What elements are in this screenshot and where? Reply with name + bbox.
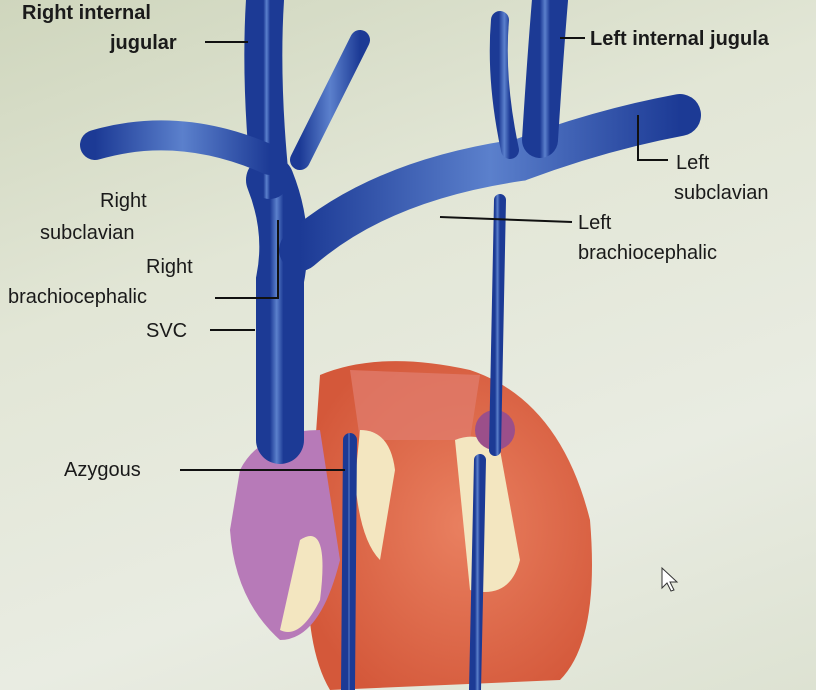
leader-lines	[180, 37, 668, 471]
label-left-brachiocephalic-1: Left	[578, 212, 612, 234]
label-azygous: Azygous	[64, 459, 141, 481]
label-left-subclavian-1: Left	[676, 152, 710, 174]
mouse-cursor-icon	[661, 566, 679, 592]
label-right-internal-jugular-2: jugular	[110, 32, 177, 54]
label-right-internal-jugular-1: Right internal	[22, 2, 151, 24]
label-left-brachiocephalic-2: brachiocephalic	[578, 242, 717, 264]
heart	[230, 361, 592, 690]
label-left-subclavian-2: subclavian	[674, 182, 769, 204]
label-right-subclavian-1: Right	[100, 190, 147, 212]
label-right-brachiocephalic-2: brachiocephalic	[8, 286, 147, 308]
label-right-subclavian-2: subclavian	[40, 222, 135, 244]
label-svc: SVC	[146, 320, 188, 342]
label-left-internal-jugular: Left internal jugula	[590, 28, 769, 50]
veins	[80, 0, 701, 690]
label-right-brachiocephalic-1: Right	[146, 256, 193, 278]
